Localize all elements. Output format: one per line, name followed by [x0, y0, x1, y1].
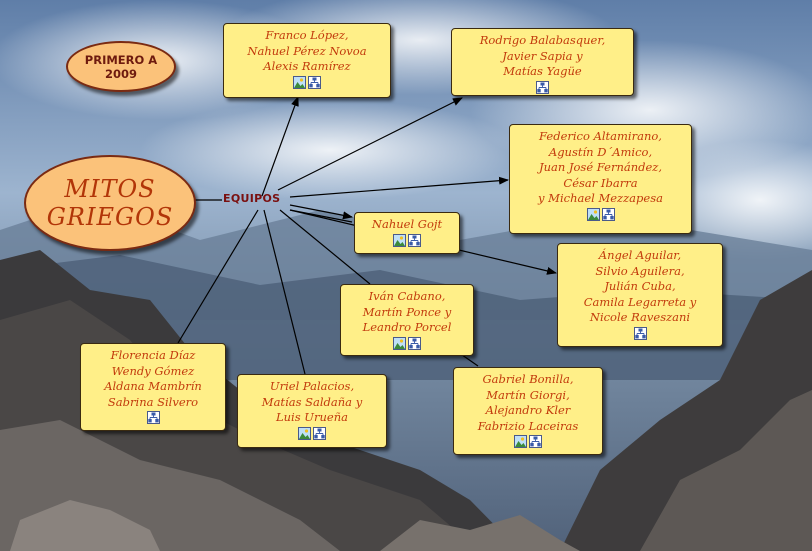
org-chart-icon[interactable] [308, 75, 321, 89]
link-team-8 [263, 209, 306, 375]
link-team-4a [289, 204, 353, 220]
team-card[interactable]: Gabriel Bonilla, Martín Giorgi, Alejandr… [453, 367, 603, 455]
team-member-names: Ángel Aguilar, Silvio Aguilera, Julián C… [583, 248, 697, 324]
image-icon[interactable] [393, 336, 406, 350]
team-member-names: Uriel Palacios, Matías Saldaña y Luis Ur… [261, 379, 363, 424]
team-card-icons [452, 80, 633, 94]
team-card-icons [341, 336, 473, 350]
team-member-names: Iván Cabano, Martín Ponce y Leandro Porc… [362, 289, 452, 334]
class-year-label: PRIMERO A 2009 [84, 52, 158, 81]
team-member-names: Nahuel Gojt [371, 217, 443, 231]
team-card-icons [558, 326, 722, 340]
org-chart-icon[interactable] [313, 426, 326, 440]
central-topic-oval[interactable]: MITOS GRIEGOS [24, 155, 196, 251]
team-card-icons [510, 207, 691, 221]
org-chart-icon[interactable] [146, 411, 160, 424]
teams-hub-label[interactable]: EQUIPOS [223, 192, 281, 205]
image-icon[interactable] [293, 75, 306, 89]
team-card-icons [355, 233, 459, 247]
team-card-icons [81, 411, 225, 424]
team-card-icons [454, 435, 602, 448]
image-icon[interactable] [393, 233, 406, 247]
team-card[interactable]: Uriel Palacios, Matías Saldaña y Luis Ur… [237, 374, 387, 448]
team-card[interactable]: Florencia Díaz Wendy Gómez Aldana Mambrí… [80, 343, 226, 431]
org-chart-icon[interactable] [408, 233, 421, 247]
link-team-1 [261, 96, 299, 197]
link-team-6 [279, 209, 371, 285]
link-team-9 [177, 209, 259, 344]
org-chart-icon[interactable] [633, 326, 647, 340]
team-member-names: Federico Altamirano, Agustín D´Amico, Ju… [538, 129, 663, 205]
class-year-oval: PRIMERO A 2009 [66, 41, 176, 92]
team-card[interactable]: Nahuel Gojt [354, 212, 460, 254]
team-member-names: Rodrigo Balabasquer, Javier Sapia y Matí… [479, 33, 606, 78]
team-member-names: Florencia Díaz Wendy Gómez Aldana Mambrí… [104, 348, 202, 409]
image-icon[interactable] [298, 426, 311, 440]
org-chart-icon[interactable] [529, 435, 542, 448]
org-chart-icon[interactable] [601, 207, 615, 221]
team-card[interactable]: Federico Altamirano, Agustín D´Amico, Ju… [509, 124, 692, 234]
team-member-names: Franco López, Nahuel Pérez Novoa Alexis … [247, 28, 367, 73]
team-card-icons [238, 426, 386, 440]
team-card[interactable]: Iván Cabano, Martín Ponce y Leandro Porc… [340, 284, 474, 356]
team-member-names: Gabriel Bonilla, Martín Giorgi, Alejandr… [477, 372, 579, 433]
team-card[interactable]: Franco López, Nahuel Pérez Novoa Alexis … [223, 23, 391, 98]
team-card-icons [224, 75, 390, 89]
image-icon[interactable] [514, 435, 527, 448]
link-team-3 [289, 176, 509, 198]
team-card[interactable]: Ángel Aguilar, Silvio Aguilera, Julián C… [557, 243, 723, 347]
link-team-2 [277, 97, 463, 191]
image-icon[interactable] [586, 207, 600, 221]
team-card[interactable]: Rodrigo Balabasquer, Javier Sapia y Matí… [451, 28, 634, 96]
central-topic-label: MITOS GRIEGOS [46, 175, 174, 231]
org-chart-icon[interactable] [536, 80, 549, 94]
org-chart-icon[interactable] [408, 336, 421, 350]
